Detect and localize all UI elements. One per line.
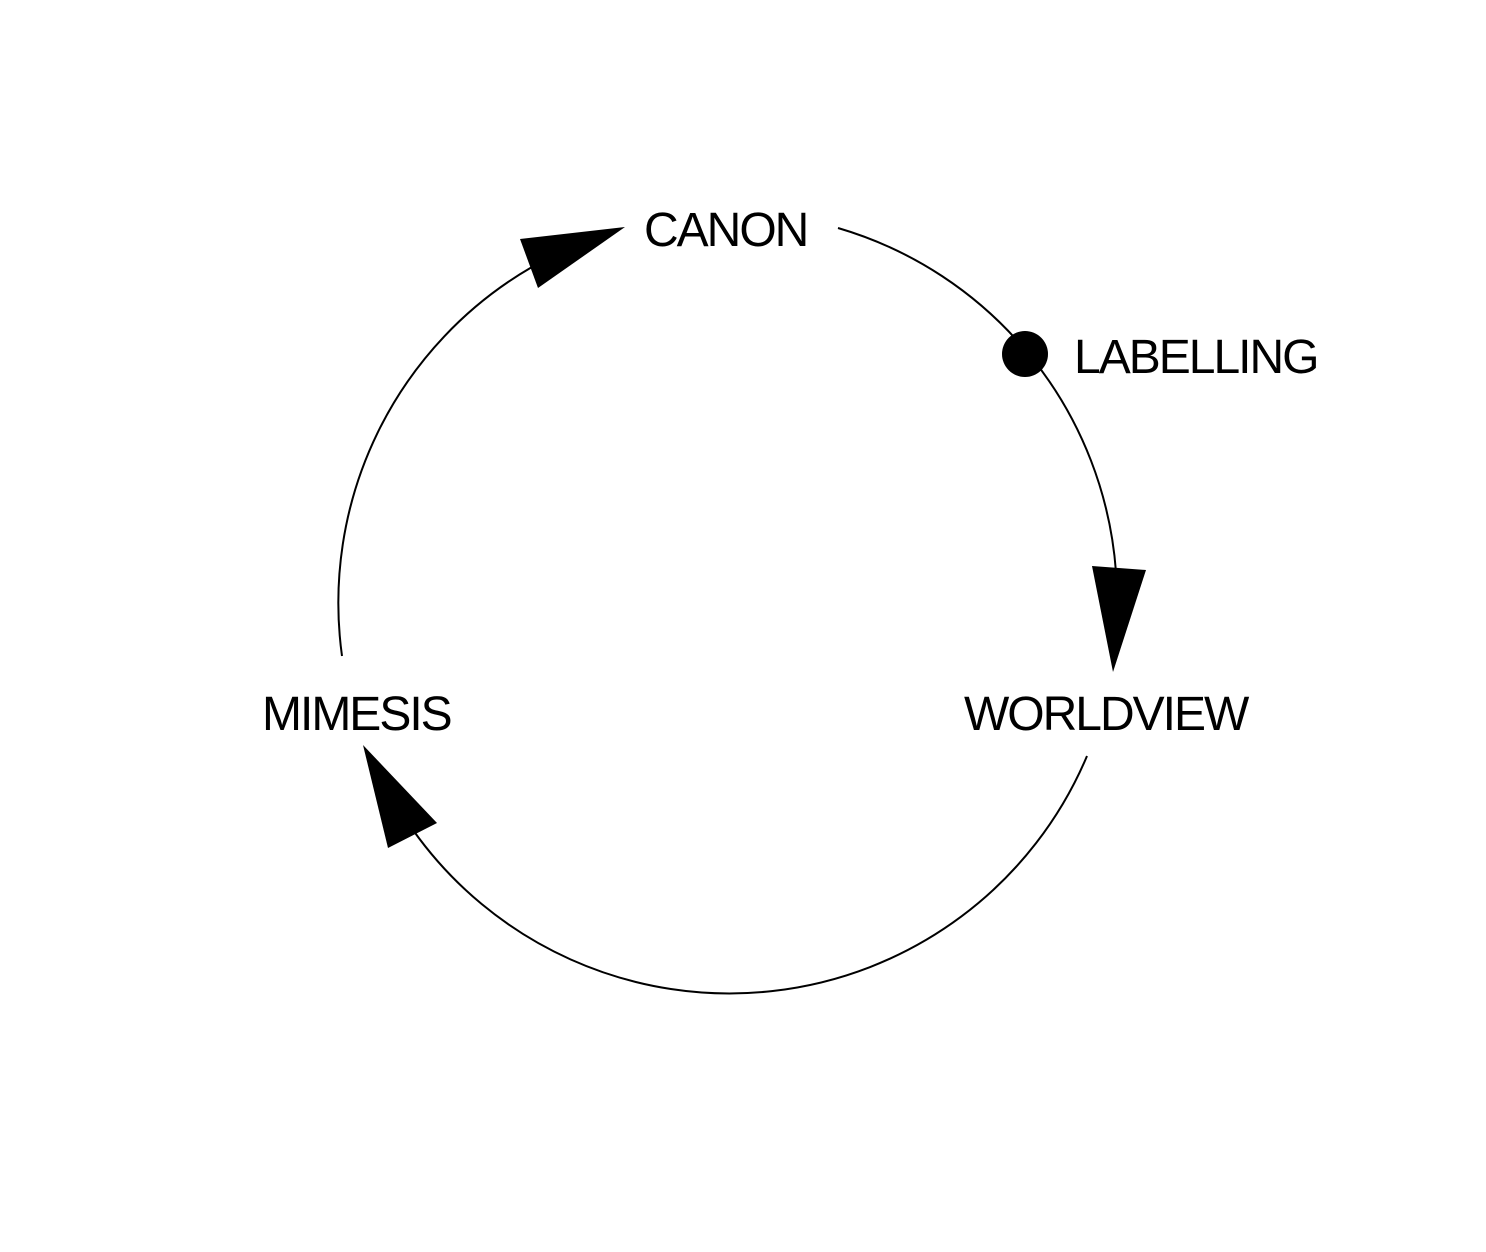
arc-mimesis-to-canon <box>337 266 533 657</box>
arrowhead-to-canon <box>520 227 625 288</box>
labelling-dot <box>1002 331 1048 377</box>
node-canon: CANON <box>644 204 807 257</box>
arc-worldview-to-mimesis <box>412 755 1088 995</box>
arrowhead-to-mimesis <box>363 745 437 848</box>
arc-canon-to-worldview <box>837 227 1117 573</box>
node-worldview: WORLDVIEW <box>964 688 1250 741</box>
arrowhead-to-worldview <box>1092 566 1146 672</box>
node-labelling: LABELLING <box>1074 331 1317 384</box>
node-mimesis: MIMESIS <box>262 688 451 741</box>
